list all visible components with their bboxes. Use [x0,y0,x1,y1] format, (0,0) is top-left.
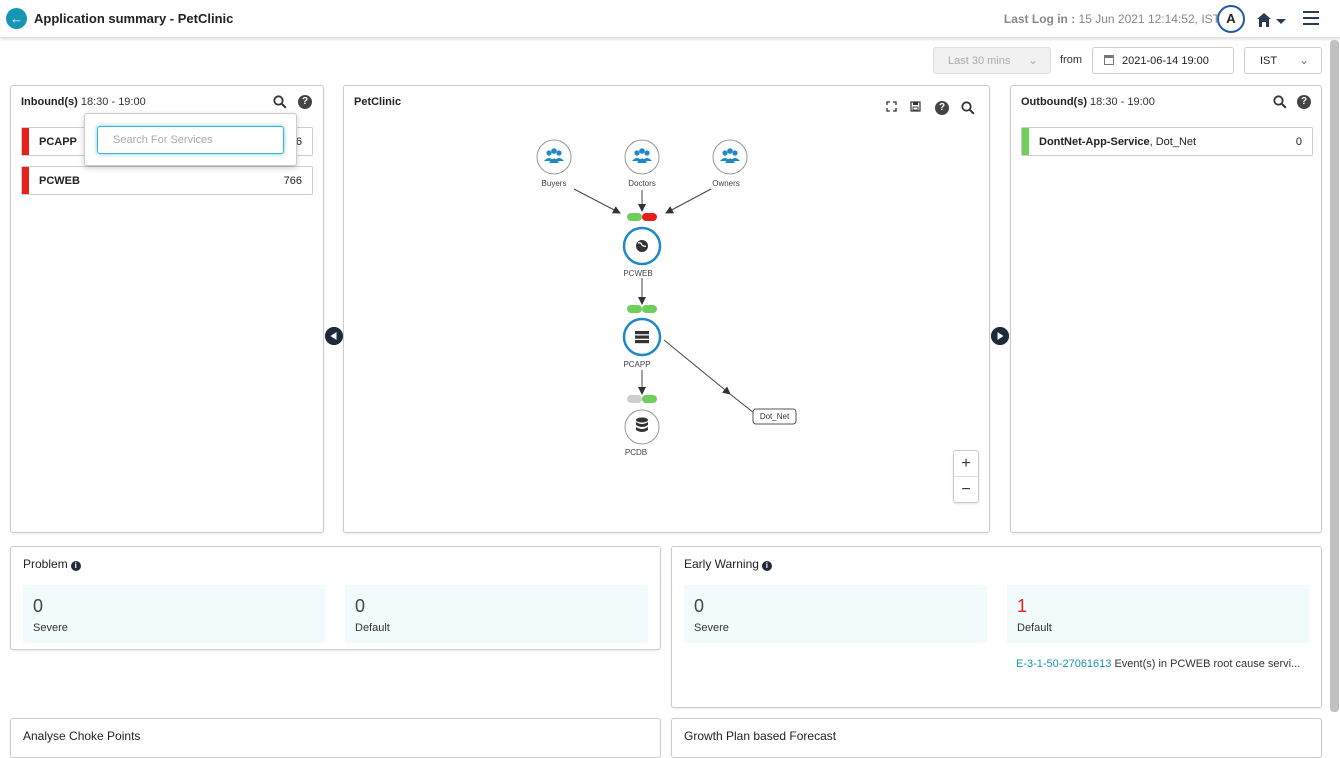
problem-severe-card[interactable]: 0 Severe [23,585,326,643]
last-login-value: 15 Jun 2021 12:14:52, IST [1078,12,1220,26]
problem-severe-value: 0 [33,596,44,616]
outbound-title: Outbound(s) 18:30 - 19:00 [1021,96,1155,108]
back-arrow-icon[interactable]: ← [6,8,27,29]
service-name: PCAPP [39,136,77,148]
inbound-row-pcweb[interactable]: PCWEB 766 [21,166,313,195]
early-warning-severe-card[interactable]: 0 Severe [684,585,987,643]
service-count: 6 [295,136,302,148]
topology-title: PetClinic [354,96,402,108]
early-warning-severe-value: 0 [694,596,705,616]
early-warning-default-card[interactable]: 1 Default [1007,585,1310,643]
status-bar [1022,128,1029,155]
outbound-panel: Outbound(s) 18:30 - 19:00 ? DontNet-App-… [1010,85,1322,533]
choke-points-title: Analyse Choke Points [23,729,141,743]
service-name: PCWEB [39,175,80,187]
problem-default-value: 0 [355,596,366,616]
outbound-time: 18:30 - 19:00 [1090,96,1155,108]
time-range-value: Last 30 mins [948,55,1011,67]
timezone-select[interactable]: IST ⌄ [1244,47,1322,74]
search-icon[interactable] [273,95,287,109]
inbound-title: Inbound(s) 18:30 - 19:00 [21,96,146,108]
status-bar [22,167,29,194]
pcapp-label: PCAPP [623,360,651,369]
event-line: E-3-1-50-27061613 Event(s) in PCWEB root… [1016,658,1300,670]
zoom-controls: + − [953,450,979,503]
page-scrollbar[interactable] [1330,40,1339,712]
fullscreen-icon[interactable] [886,101,897,112]
problem-default-card[interactable]: 0 Default [345,585,648,643]
info-icon[interactable]: i [761,561,772,571]
dotnet-label: Dot_Net [759,412,790,421]
last-login-info: Last Log in : 15 Jun 2021 12:14:52, IST [1004,12,1220,26]
service-count: 0 [1295,136,1302,148]
last-login-label: Last Log in : [1003,12,1076,26]
zoom-in-button[interactable]: + [954,451,978,477]
event-link[interactable]: E-3-1-50-27061613 [1016,658,1112,670]
outbound-row-dotnet[interactable]: DontNet-App-Service, Dot_Net 0 [1021,127,1313,156]
from-date-input[interactable]: 2021-06-14 19:00 [1092,47,1234,74]
hamburger-menu-icon[interactable] [1303,11,1321,27]
from-label: from [1060,54,1082,66]
app-header: ← Application summary - PetClinic Last L… [0,0,1340,38]
collapse-left-icon[interactable] [325,327,343,345]
growth-plan-title: Growth Plan based Forecast [684,729,837,743]
info-icon[interactable]: i [70,561,81,571]
problem-title-label: Problem [23,557,68,571]
owners-label: Owners [712,179,740,188]
help-icon[interactable]: ? [298,95,312,109]
topology-panel: PetClinic ? [343,85,990,533]
help-icon[interactable]: ? [935,101,949,115]
service-search-input[interactable] [97,126,284,154]
inbound-title-label: Inbound(s) [21,96,78,108]
status-bar [22,128,29,155]
page-title: Application summary - PetClinic [34,11,234,26]
inbound-time: 18:30 - 19:00 [80,96,146,108]
service-name-text: DontNet-App-Service [1039,136,1150,148]
timezone-value: IST [1260,55,1278,67]
early-warning-title-label: Early Warning [684,557,759,571]
time-range-select[interactable]: Last 30 mins ⌄ [933,47,1051,74]
growth-plan-panel: Growth Plan based Forecast [671,718,1322,758]
problem-severe-label: Severe [33,622,68,634]
save-icon[interactable] [910,101,921,112]
choke-points-panel: Analyse Choke Points [10,718,661,758]
service-search-popover [84,113,297,166]
chevron-down-icon: ⌄ [1027,53,1038,67]
buyers-label: Buyers [541,179,567,188]
event-text: Event(s) in PCWEB root cause servi... [1111,658,1301,670]
chevron-down-icon: ⌄ [1298,53,1309,67]
doctors-label: Doctors [628,179,656,188]
avatar[interactable]: A [1217,5,1245,33]
early-warning-severe-label: Severe [694,622,729,634]
pcweb-label: PCWEB [623,269,653,278]
service-count: 766 [283,175,302,187]
outbound-title-label: Outbound(s) [1021,96,1087,108]
calendar-icon [1104,55,1114,65]
collapse-right-icon[interactable] [991,327,1009,345]
home-icon[interactable] [1256,10,1288,30]
early-warning-default-label: Default [1017,622,1052,634]
problem-default-label: Default [355,622,390,634]
zoom-out-button[interactable]: − [961,481,971,498]
service-env: , Dot_Net [1149,136,1197,148]
early-warning-default-value: 1 [1017,596,1028,616]
service-name: DontNet-App-Service, Dot_Net [1039,136,1196,148]
search-icon[interactable] [961,101,975,115]
search-icon[interactable] [1273,95,1287,109]
pcdb-label: PCDB [624,448,648,457]
from-date-value: 2021-06-14 19:00 [1122,55,1209,67]
help-icon[interactable]: ? [1297,95,1311,109]
